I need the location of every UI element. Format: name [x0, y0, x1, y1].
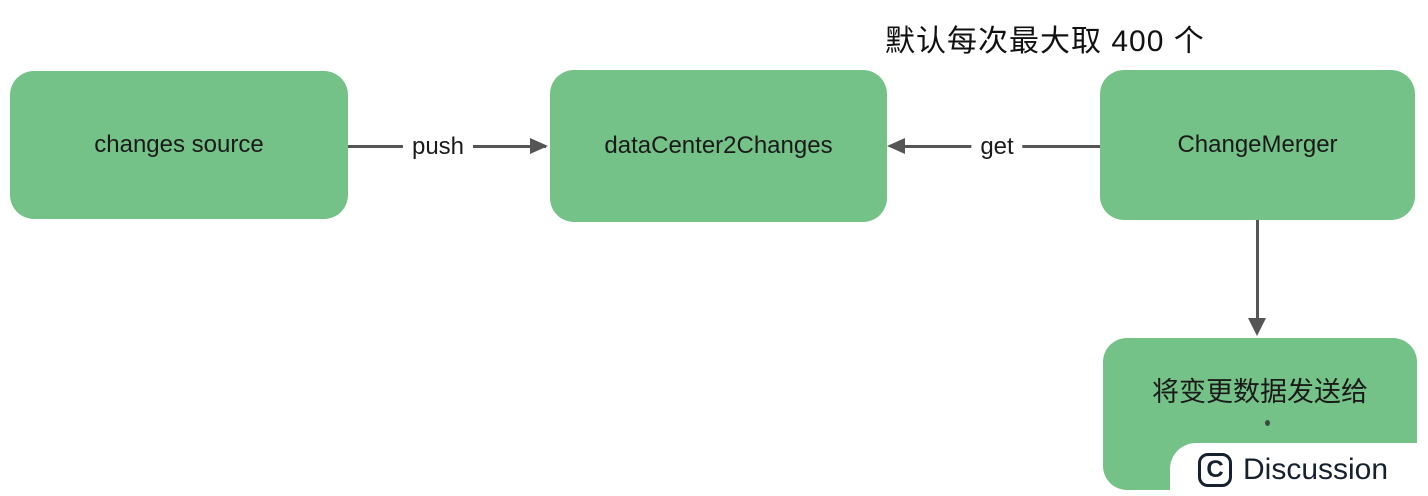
node-changes-source: changes source [10, 71, 348, 219]
hidden-text-remnant [1265, 420, 1270, 426]
annotation-max-fetch: 默认每次最大取 400 个 [885, 25, 1205, 58]
c-badge-icon: C [1198, 452, 1232, 487]
node-changes-source-label: changes source [94, 131, 264, 158]
arrowhead-left-icon [887, 138, 905, 154]
node-datacenter2changes-label: dataCenter2Changes [604, 132, 833, 159]
arrowhead-down-icon [1248, 318, 1266, 336]
edge-label-push: push [402, 131, 474, 163]
node-datacenter2changes: dataCenter2Changes [550, 70, 887, 222]
discussion-badge-label: Discussion [1243, 452, 1389, 486]
discussion-badge[interactable]: C Discussion [1170, 443, 1428, 496]
arrowhead-right-icon [530, 138, 548, 154]
node-changemerger-label: ChangeMerger [1177, 131, 1338, 158]
edge-label-get: get [971, 131, 1023, 163]
node-changemerger: ChangeMerger [1100, 70, 1415, 220]
node-send-changes-label: 将变更数据发送给 [1152, 377, 1368, 407]
edge-merger-to-send-line [1256, 220, 1259, 320]
